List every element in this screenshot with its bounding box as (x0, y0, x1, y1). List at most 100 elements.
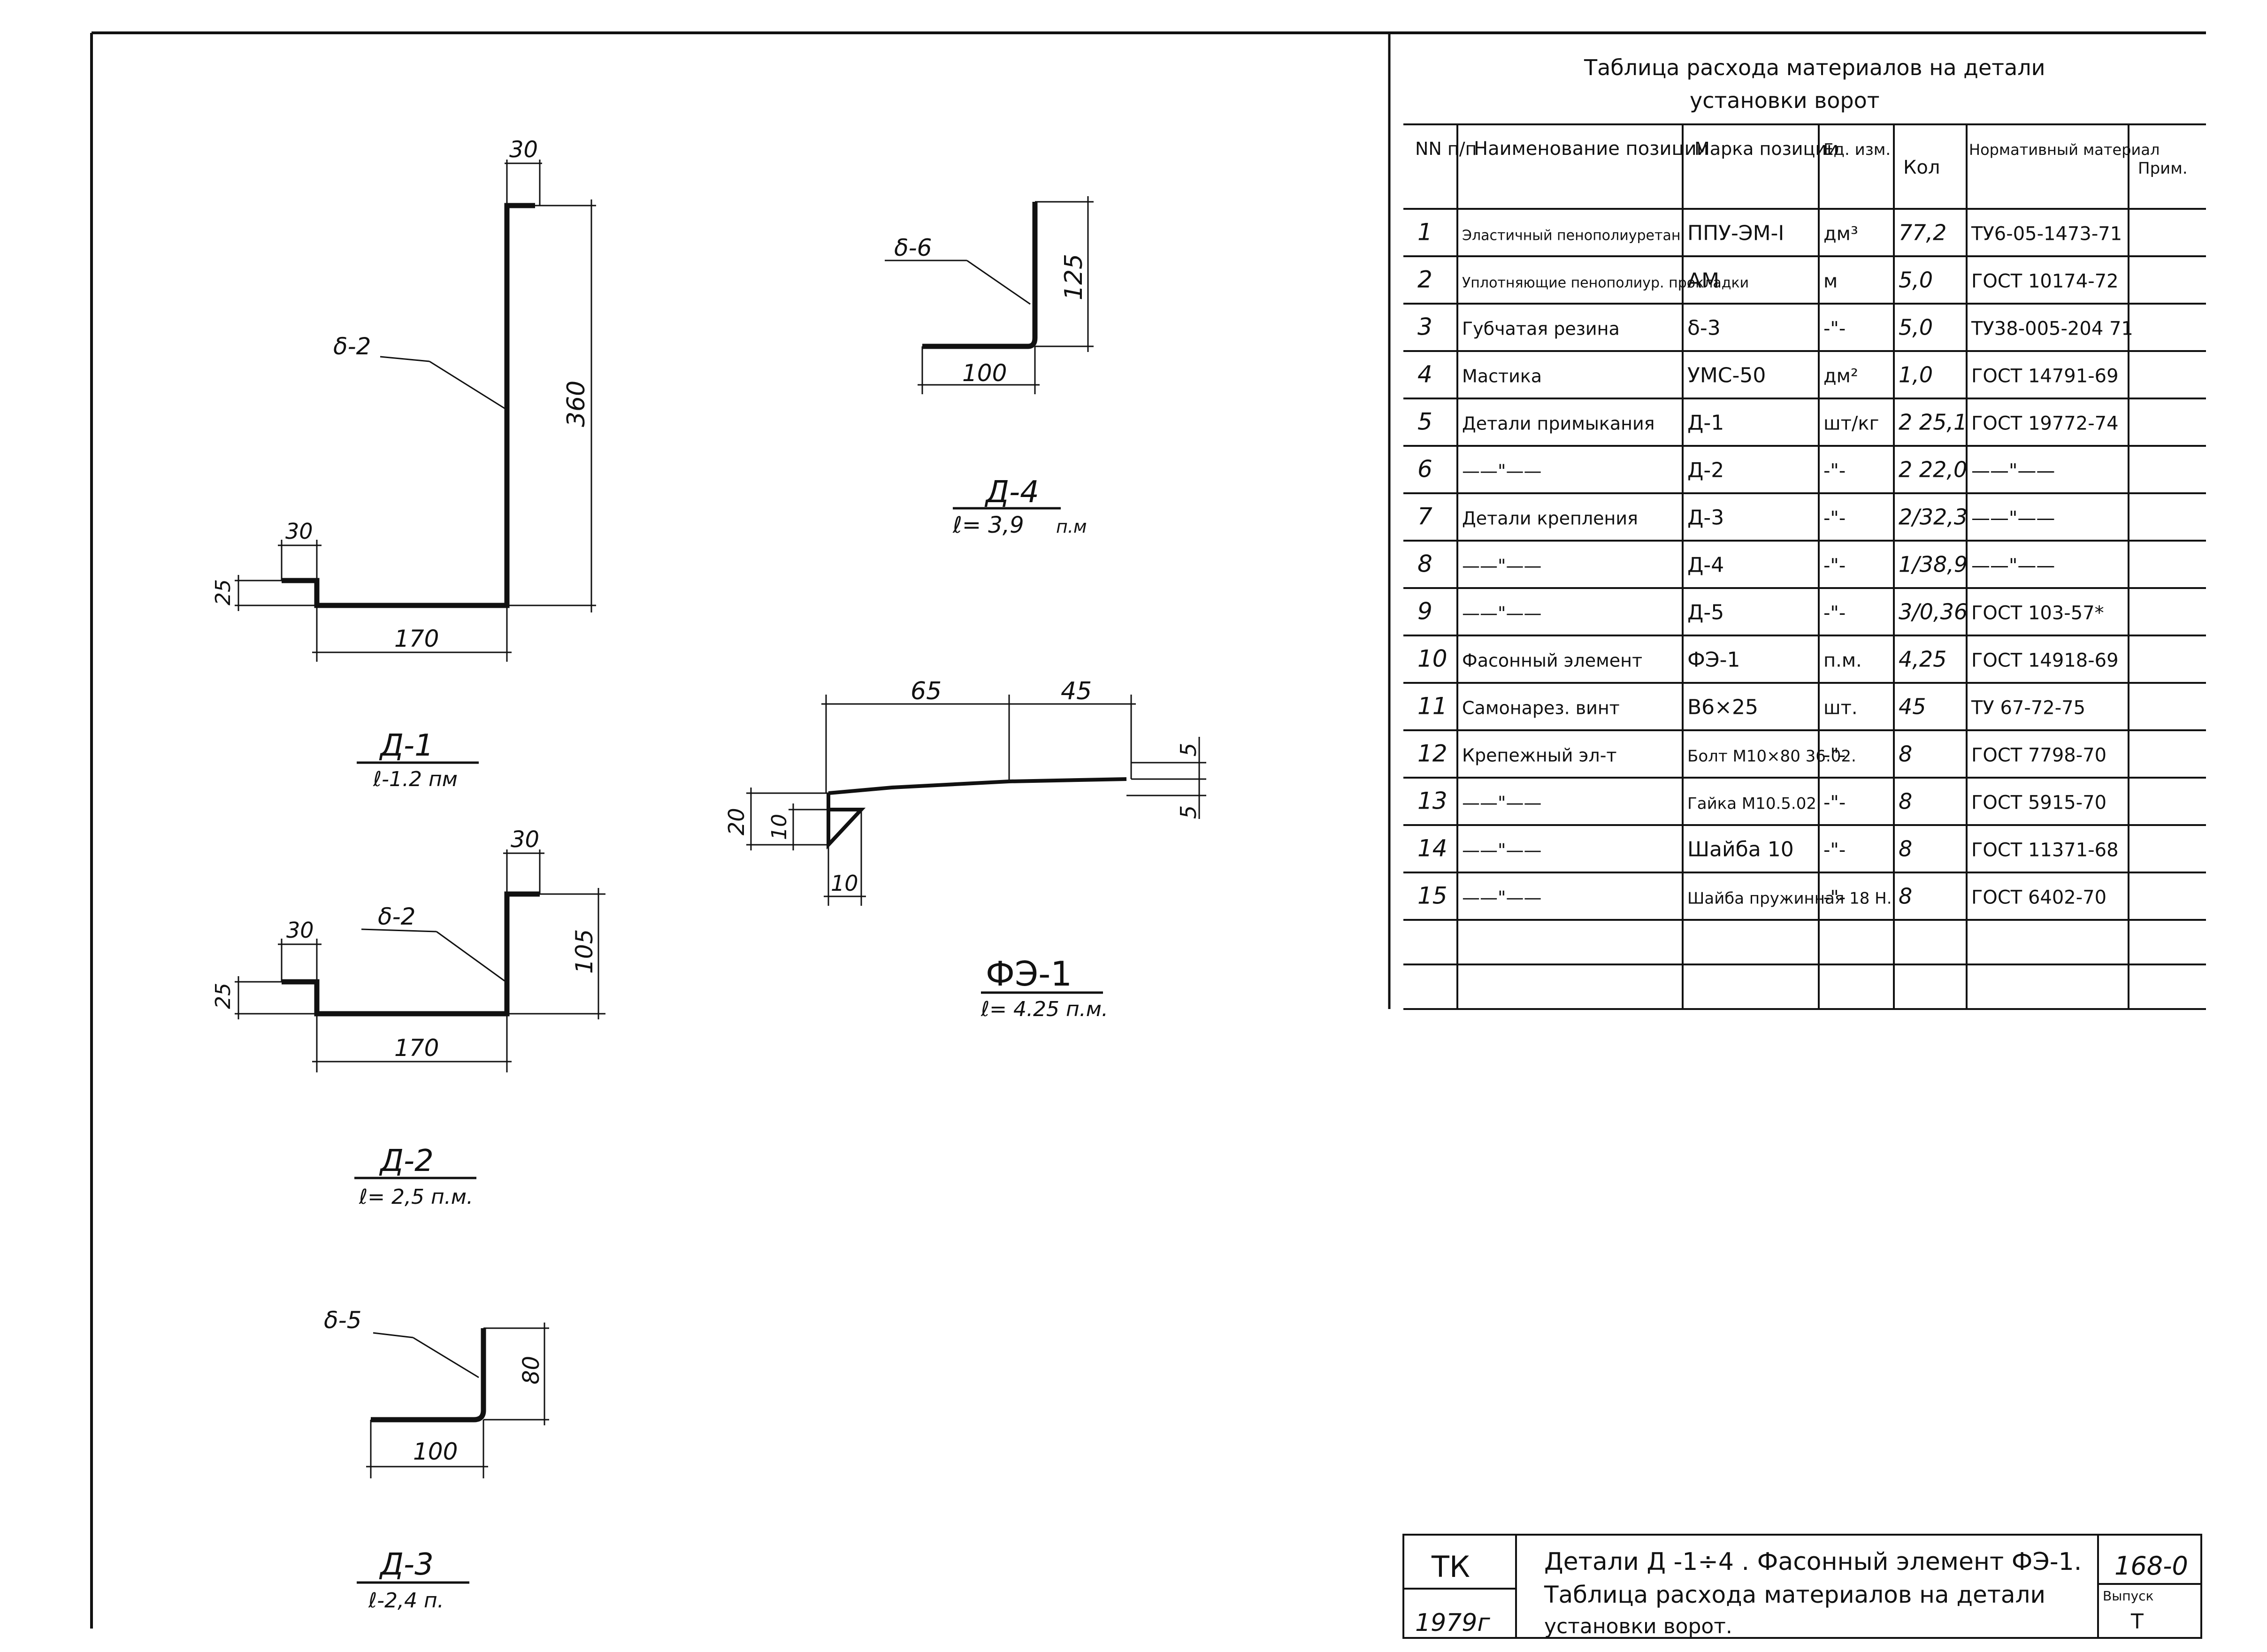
detail-fe1: 65 45 5 5 20 10 10 ФЭ-1 ℓ= 4.25 п.м. (724, 677, 1206, 1021)
th-qty: Кол (1903, 157, 1940, 178)
table-cell-r3-c1: 3 (1417, 314, 1432, 341)
d2-profile (282, 891, 540, 1017)
fe1-length: ℓ= 4.25 п.м. (980, 997, 1108, 1021)
table-cell-r4-c4: дм² (1823, 366, 1858, 387)
table-cell-r11-c4: шт. (1823, 697, 1858, 719)
table-cell-r11-c1: 11 (1417, 693, 1448, 720)
detail-d3: 80 100 δ-5 Д-3 ℓ-2,4 п. (324, 1307, 549, 1613)
d2-length: ℓ= 2,5 п.м. (359, 1185, 473, 1209)
d4-dim-width: 100 (962, 359, 1007, 387)
table-cell-r10-c1: 10 (1417, 645, 1448, 673)
table-cell-r7-c4: -"- (1823, 508, 1846, 529)
table-cell-r6-c3: Д-2 (1687, 459, 1724, 482)
fe1-dim-w: 10 (831, 871, 858, 896)
table-cell-r10-c5: 4,25 (1899, 647, 1946, 672)
d3-length: ℓ-2,4 п. (368, 1589, 444, 1613)
table-cell-r8-c6: ——"—— (1971, 555, 2055, 577)
d1-dim-base: 25 (211, 579, 235, 605)
d4-thickness-label: δ-6 (894, 234, 932, 261)
tb-issue-label: Выпуск (2103, 1588, 2154, 1604)
table-cell-r8-c4: -"- (1823, 555, 1846, 577)
table-cell-r1-c4: дм³ (1823, 223, 1858, 245)
table-cell-r14-c6: ГОСТ 11371-68 (1971, 840, 2119, 861)
title-block: ТК 1979г Детали Д -1÷4 . Фасонный элемен… (1402, 1534, 2202, 1639)
materials-table: Таблица расхода материалов на детали уст… (1403, 55, 2206, 1010)
fe1-dim-b: 45 (1061, 677, 1092, 705)
d1-dim-step: 30 (285, 519, 313, 544)
table-cell-r13-c1: 13 (1417, 788, 1448, 815)
d1-dim-height: 360 (562, 381, 590, 427)
table-cell-r11-c5: 45 (1899, 694, 1926, 719)
table-cell-r6-c2: ——"—— (1462, 461, 1541, 482)
table-cell-r7-c3: Д-3 (1687, 506, 1724, 530)
d4-dim-height: 125 (1060, 254, 1088, 300)
tb-year: 1979г (1415, 1609, 1490, 1637)
detail-d4: 125 100 δ-6 Д-4 ℓ= 3,9 п.м (885, 196, 1094, 538)
tb-org: ТК (1431, 1550, 1470, 1584)
d3-thickness-label: δ-5 (324, 1307, 361, 1334)
table-cell-r9-c3: Д-5 (1687, 601, 1724, 625)
table-cell-r15-c4: -"- (1823, 887, 1846, 909)
table-cell-r1-c3: ППУ-ЭМ-I (1687, 222, 1784, 245)
table-cell-r11-c3: В6×25 (1687, 696, 1758, 719)
table-cell-r15-c6: ГОСТ 6402-70 (1971, 887, 2106, 909)
d1-dim-width: 170 (394, 625, 439, 652)
d3-dim-height: 80 (518, 1356, 544, 1384)
table-title-line2: установки ворот (1690, 88, 1880, 113)
detail-d2: 30 105 30 25 170 δ-2 Д-2 ℓ= 2,5 п.м. (211, 826, 605, 1209)
table-cell-r5-c3: Д-1 (1687, 411, 1724, 435)
table-cell-r8-c2: ——"—— (1462, 556, 1541, 576)
table-cell-r8-c1: 8 (1417, 551, 1432, 578)
d2-thickness-label: δ-2 (378, 903, 415, 930)
table-cell-r1-c6: ТУ6-05-1473-71 (1971, 223, 2122, 245)
table-cell-r6-c6: ——"—— (1971, 460, 2055, 482)
th-note: Прим. (2138, 159, 2188, 178)
table-cell-r14-c1: 14 (1417, 835, 1448, 862)
table-cell-r13-c5: 8 (1899, 789, 1912, 814)
table-cell-r4-c6: ГОСТ 14791-69 (1971, 366, 2119, 387)
table-cell-r3-c2: Губчатая резина (1462, 319, 1620, 339)
table-cell-r14-c2: ——"—— (1462, 840, 1541, 861)
table-cell-r14-c5: 8 (1899, 836, 1912, 862)
fe1-mark: ФЭ-1 (986, 954, 1072, 994)
d1-profile (282, 203, 535, 608)
table-cell-r9-c4: -"- (1823, 603, 1846, 624)
table-cell-r7-c6: ——"—— (1971, 508, 2055, 529)
table-cell-r2-c3: АМ (1687, 269, 1719, 293)
tb-title-line2: Таблица расхода материалов на детали (1544, 1581, 2045, 1608)
table-cell-r13-c3: Гайка М10.5.02 (1687, 795, 1816, 813)
fe1-profile-tip (827, 793, 866, 850)
table-cell-r4-c1: 4 (1417, 361, 1432, 388)
table-cell-r11-c6: ТУ 67-72-75 (1971, 697, 2085, 719)
table-cell-r9-c5: 3/0,36 (1899, 599, 1968, 625)
table-cell-r14-c3: Шайба 10 (1687, 838, 1794, 862)
table-cell-r1-c1: 1 (1417, 219, 1432, 246)
table-cell-r2-c6: ГОСТ 10174-72 (1971, 271, 2119, 292)
th-mark: Марка позиции (1694, 138, 1838, 159)
d2-mark: Д-2 (379, 1144, 434, 1178)
th-nn: NN п/п (1415, 138, 1477, 159)
table-cell-r13-c4: -"- (1823, 792, 1846, 814)
d1-thickness-label: δ-2 (333, 333, 371, 360)
table-cell-r2-c4: м (1823, 271, 1838, 292)
d3-mark: Д-3 (379, 1547, 434, 1582)
table-cell-r2-c2: Уплотняющие пенополиур. прокладки (1462, 275, 1749, 291)
th-unit: Ед. изм. (1823, 140, 1891, 159)
d2-dim-width: 170 (394, 1034, 439, 1062)
table-cell-r9-c6: ГОСТ 103-57* (1971, 603, 2104, 624)
d1-mark: Д-1 (379, 728, 434, 763)
table-cell-r15-c5: 8 (1899, 884, 1912, 909)
table-cell-r7-c5: 2/32,3 (1899, 505, 1968, 530)
table-cell-r4-c5: 1,0 (1899, 362, 1933, 388)
fe1-profile (828, 777, 1127, 795)
fe1-dim-h: 20 (724, 808, 749, 835)
table-cell-r7-c2: Детали крепления (1462, 508, 1638, 529)
table-cell-r6-c5: 2 22,0 (1899, 457, 1967, 482)
d1-dim-top: 30 (509, 137, 538, 163)
table-cell-r12-c1: 12 (1417, 740, 1448, 767)
d4-length-unit: п.м (1056, 516, 1087, 537)
tb-issue-value: Т (2130, 1610, 2144, 1634)
d4-mark: Д-4 (984, 475, 1039, 510)
